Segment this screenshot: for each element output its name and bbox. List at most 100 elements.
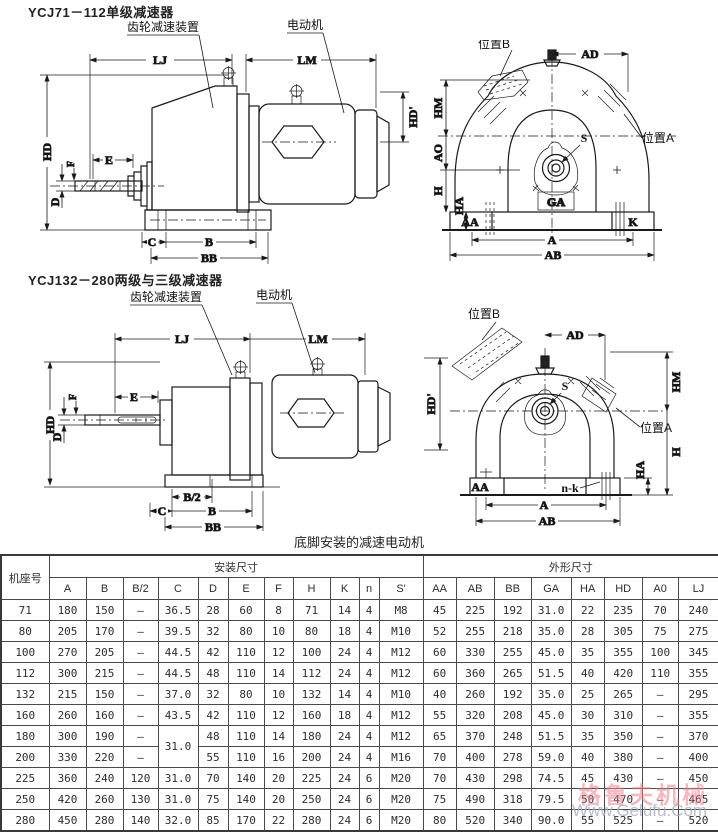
dimension-cell: 24	[329, 788, 360, 810]
dimension-cell: 85	[197, 809, 229, 832]
dimension-cell: 4	[358, 725, 380, 747]
position-b-label: 位置B	[468, 306, 500, 321]
dimension-cell: 39.5	[157, 620, 199, 642]
dimension-cell: 260	[85, 788, 124, 810]
dimension-cell: 18	[329, 704, 360, 726]
position-a-label: 位置A	[642, 130, 674, 145]
dimension-cell: 28	[197, 599, 229, 621]
dimension-cell: 192	[493, 599, 532, 621]
dimension-cell: 330	[455, 641, 495, 663]
dim-label-ab: AB	[545, 248, 562, 262]
dimension-cell: 10	[263, 683, 294, 705]
dimension-cell: M20	[378, 788, 424, 810]
dimension-cell: 300	[48, 662, 87, 684]
dim-label-h: H	[669, 447, 683, 457]
dimension-cell: 6	[358, 809, 380, 832]
dimension-cell: 370	[455, 725, 495, 747]
col-header: B/2	[122, 577, 159, 600]
dimension-cell: M10	[378, 683, 424, 705]
dimension-cell: 350	[603, 725, 643, 747]
dimension-cell: 30	[570, 704, 605, 726]
dim-label-ga: GA	[547, 195, 565, 209]
outline-dims-group-header: 外形尺寸	[422, 554, 718, 578]
dimension-cell: 20	[263, 788, 294, 810]
section2-title: YCJ132－280两级与三级减速器	[28, 273, 223, 288]
dim-label-b: B	[205, 235, 213, 249]
dimension-cell: 71	[292, 599, 331, 621]
dimension-cell: 24	[329, 746, 360, 768]
dimension-cell: 18	[329, 620, 360, 642]
centerlines	[450, 348, 664, 492]
dimension-cell: 12	[263, 704, 294, 726]
dimension-cell: 70	[197, 767, 229, 789]
dimension-cell: 150	[85, 599, 124, 621]
dimension-cell: 60	[227, 599, 265, 621]
dimension-cell: 218	[493, 620, 532, 642]
dimension-cell: 298	[493, 767, 532, 789]
dimension-cell: 120	[122, 767, 159, 789]
dimension-cell: 25	[570, 683, 605, 705]
dimension-cell: 140	[227, 788, 265, 810]
position-callouts: 位置B 位置A S	[478, 40, 674, 163]
foot-bolt-holes	[485, 202, 625, 236]
dimension-cell: 275	[677, 620, 718, 642]
gearbox-body	[144, 85, 272, 231]
dim-label-e: E	[130, 390, 138, 404]
dim-label-e: E	[105, 153, 113, 167]
dimension-cell: 215	[85, 662, 124, 684]
dimension-cell: 170	[227, 809, 265, 832]
dimension-cell: 280	[292, 809, 331, 832]
dim-label-ao: AO	[431, 144, 445, 162]
col-header: S'	[378, 577, 424, 600]
dimension-cell: 255	[493, 641, 532, 663]
dimension-cell: 31.0	[157, 788, 199, 810]
shaft-s-label: S	[562, 379, 569, 393]
col-header: C	[157, 577, 199, 600]
dimension-cell: 45.0	[530, 641, 572, 663]
frame-size-cell: 100	[0, 641, 50, 663]
dimension-lines: AD HM H HA AA A AB	[471, 328, 683, 529]
dim-label-c: C	[158, 504, 167, 518]
dimension-cell: 310	[603, 704, 643, 726]
drawing-side-view-single-stage: LJ LM HD E D F C B BB	[40, 18, 420, 265]
dimension-cell: 4	[358, 662, 380, 684]
dimension-cell: 20	[263, 767, 294, 789]
dimension-cell: 40	[570, 746, 605, 768]
dimension-cell: 32	[197, 620, 229, 642]
dimension-cell: 48	[197, 725, 229, 747]
drawing-front-view-single-stage: GA AD HM AO H HA AA K A AB 位置B 位置A	[431, 40, 676, 262]
dimension-cell: 140	[122, 809, 159, 832]
dimension-cell: 45	[422, 599, 457, 621]
terminal-pad-position-a	[581, 377, 617, 413]
dimension-cell: 24	[329, 641, 360, 663]
dimension-cell: 420	[48, 788, 87, 810]
dimension-cell: 8	[263, 599, 294, 621]
dimension-cell: 31.0	[530, 599, 572, 621]
dimension-cell: M16	[378, 746, 424, 768]
dim-label-ha: HA	[452, 197, 466, 215]
dimension-cell: 320	[455, 704, 495, 726]
dimension-cell: 225	[455, 599, 495, 621]
dim-label-lj: LJ	[175, 332, 189, 346]
mounting-dims-group-header: 安装尺寸	[48, 554, 424, 578]
dimension-cell: —	[641, 788, 679, 810]
dimension-cell: 110	[227, 662, 265, 684]
dimension-cell: 90.0	[530, 809, 572, 832]
dimension-cell: 75	[197, 788, 229, 810]
dim-label-c: C	[148, 235, 157, 249]
dimension-cell: M12	[378, 704, 424, 726]
dimension-cell: 28	[570, 620, 605, 642]
watermark-brand-text: 格鲁夫机械	[578, 783, 708, 808]
dimension-cell: 345	[677, 641, 718, 663]
dimension-cell: M12	[378, 662, 424, 684]
dimension-cell: 235	[603, 599, 643, 621]
dimension-cell: 52	[422, 620, 457, 642]
table-title: 底脚安装的减速电动机	[293, 535, 424, 550]
col-header: HA	[570, 577, 605, 600]
dimension-cell: 420	[603, 662, 643, 684]
